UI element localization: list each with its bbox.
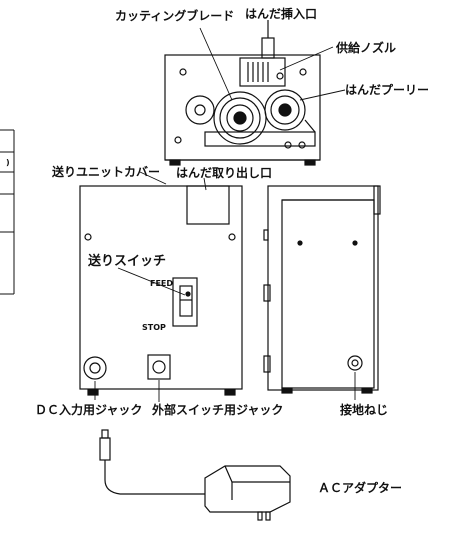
- label-solder-pulley: はんだプーリー: [345, 82, 429, 97]
- feed-unit-top-view: [164, 20, 321, 166]
- front-view: [79, 185, 243, 396]
- ac-adapter: [99, 429, 291, 521]
- label-solder-inlet: はんだ挿入口: [245, 6, 317, 21]
- label-ac-adapter: ＡＣアダプター: [318, 480, 402, 495]
- stop-label: STOP: [142, 323, 166, 332]
- label-ground-screw: 接地ねじ: [340, 402, 388, 417]
- label-dc-jack: ＤＣ入力用ジャック: [35, 402, 142, 417]
- table-fragment: [0, 129, 15, 295]
- side-view: [263, 185, 381, 394]
- label-feed-switch: 送りスイッチ: [87, 253, 166, 269]
- leader-lines: [94, 27, 356, 402]
- table-fragment-text: ): [6, 158, 10, 167]
- label-cutting-blade: カッティングブレード: [115, 8, 234, 23]
- label-feed-nozzle: 供給ノズル: [335, 40, 396, 55]
- feed-label: FEED: [150, 279, 173, 288]
- label-ext-switch-jack: 外部スイッチ用ジャック: [152, 402, 283, 417]
- label-feed-unit-cover: 送りユニットカバー: [51, 164, 160, 179]
- label-solder-outlet: はんだ取り出し口: [176, 165, 272, 180]
